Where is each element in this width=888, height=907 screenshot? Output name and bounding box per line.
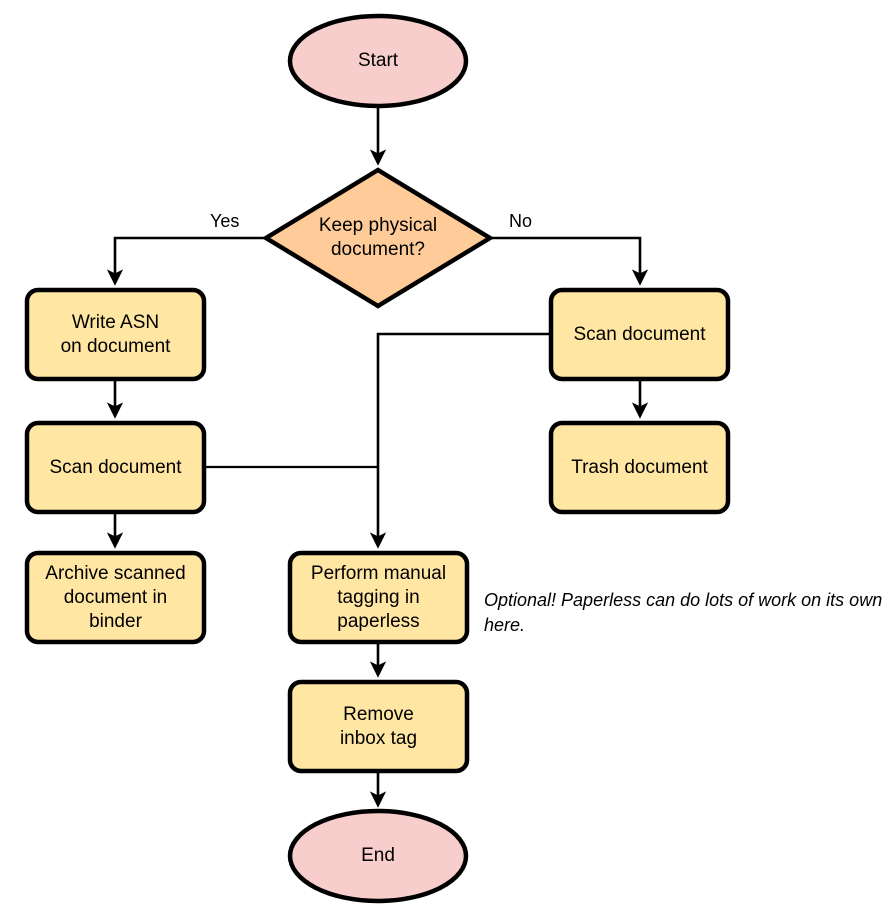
node-perform-manual-tagging-in-paperless[interactable] bbox=[287, 550, 470, 645]
edge-decision-no-to-scan-right bbox=[490, 236, 649, 286]
optional-note: Optional! Paperless can do lots of work … bbox=[484, 590, 883, 635]
edge-decision-yes-to-write-asn bbox=[106, 236, 266, 286]
edge-label-yes: Yes bbox=[210, 211, 240, 231]
edge-label-no: No bbox=[509, 211, 533, 231]
edge-scan-right-to-tagging bbox=[369, 332, 551, 549]
node-trash-document[interactable] bbox=[548, 420, 731, 515]
node-archive-scanned-document-in-binder[interactable] bbox=[24, 550, 207, 645]
node-scan-document-left[interactable] bbox=[24, 420, 207, 515]
node-end[interactable] bbox=[287, 808, 469, 904]
node-write-asn-on-document[interactable] bbox=[24, 287, 207, 382]
node-remove-inbox-tag[interactable] bbox=[287, 679, 470, 774]
node-keep-physical-document[interactable] bbox=[261, 167, 495, 309]
node-start[interactable] bbox=[287, 13, 469, 109]
node-scan-document-right[interactable] bbox=[548, 287, 731, 382]
